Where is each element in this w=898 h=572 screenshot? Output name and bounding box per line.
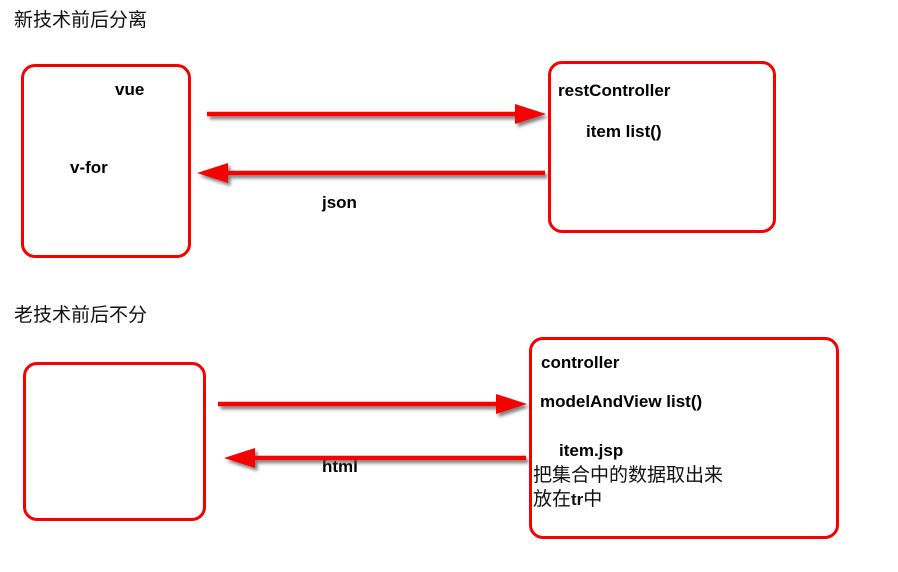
- label-item-list: item list(): [586, 122, 662, 141]
- arrow-left-icon-response-html: [224, 448, 526, 468]
- note-line-2-prefix: 放在: [533, 488, 572, 510]
- label-model-and-view-list: modelAndView list(): [540, 392, 703, 411]
- arrow-right-icon-request-html: [218, 394, 527, 414]
- section-title-old-tech: 老技术前后不分: [14, 304, 148, 326]
- box-rest-controller[interactable]: [548, 61, 776, 233]
- arrow-right-icon-request-json: [207, 104, 546, 124]
- label-item-jsp: item.jsp: [559, 441, 624, 460]
- label-controller: controller: [541, 353, 620, 372]
- label-vue: vue: [115, 80, 145, 99]
- label-v-for: v-for: [70, 158, 108, 177]
- box-vue-client[interactable]: [21, 64, 191, 258]
- edge-label-html: html: [322, 457, 358, 476]
- note-line-2-suffix: 中: [583, 488, 603, 510]
- note-line-1: 把集合中的数据取出来: [533, 464, 724, 486]
- edge-label-json: json: [322, 193, 357, 212]
- label-rest-controller: restController: [558, 81, 671, 100]
- note-line-2: 放在tr中: [533, 488, 602, 510]
- note-line-2-code: tr: [571, 490, 584, 509]
- box-client-old[interactable]: [23, 362, 206, 521]
- arrow-left-icon-response-json: [197, 163, 545, 183]
- box-controller[interactable]: [529, 337, 839, 539]
- section-title-new-tech: 新技术前后分离: [14, 9, 148, 31]
